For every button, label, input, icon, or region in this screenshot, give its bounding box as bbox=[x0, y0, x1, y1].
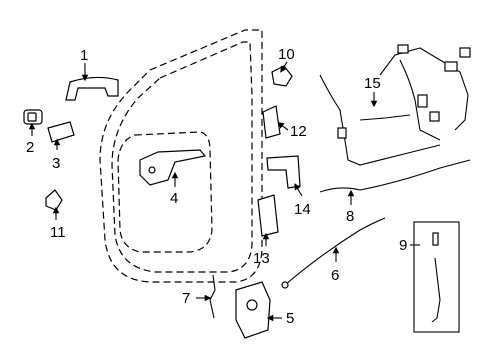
callout-1: 1 bbox=[80, 47, 88, 64]
door-check-part: 14 bbox=[266, 155, 311, 218]
callout-13: 13 bbox=[253, 250, 270, 267]
callout-7: 7 bbox=[182, 290, 190, 307]
lower-hinge-part: 13 bbox=[253, 194, 279, 267]
rod-kit-part: 9 bbox=[399, 221, 460, 333]
callout-6: 6 bbox=[331, 267, 339, 284]
bracket-part-10: 10 bbox=[271, 46, 295, 87]
callout-2: 2 bbox=[26, 139, 34, 156]
upper-hinge-part: 12 bbox=[262, 105, 307, 140]
callout-11: 11 bbox=[50, 224, 66, 241]
door-outline bbox=[99, 29, 263, 283]
clip-part: 11 bbox=[45, 189, 66, 241]
lock-module-part: 4 bbox=[139, 149, 207, 207]
callout-3: 3 bbox=[52, 155, 60, 172]
outside-handle-part: 1 bbox=[65, 47, 119, 101]
callout-9: 9 bbox=[399, 237, 407, 254]
door-latch-part: 5 bbox=[235, 281, 294, 339]
callout-4: 4 bbox=[170, 190, 178, 207]
callout-10: 10 bbox=[278, 46, 295, 63]
wiring-harness-part: 15 bbox=[319, 44, 471, 166]
lock-cable-part: 6 bbox=[281, 217, 386, 289]
inside-handle-part: 3 bbox=[47, 121, 75, 172]
handle-bezel-part: 2 bbox=[23, 109, 43, 156]
lock-rod-part: 7 bbox=[182, 274, 216, 319]
callout-8: 8 bbox=[346, 208, 354, 225]
callout-15: 15 bbox=[364, 75, 381, 92]
handle-cable-part: 8 bbox=[319, 159, 471, 225]
callout-12: 12 bbox=[290, 123, 307, 140]
callout-14: 14 bbox=[294, 201, 311, 218]
callout-5: 5 bbox=[286, 310, 294, 327]
